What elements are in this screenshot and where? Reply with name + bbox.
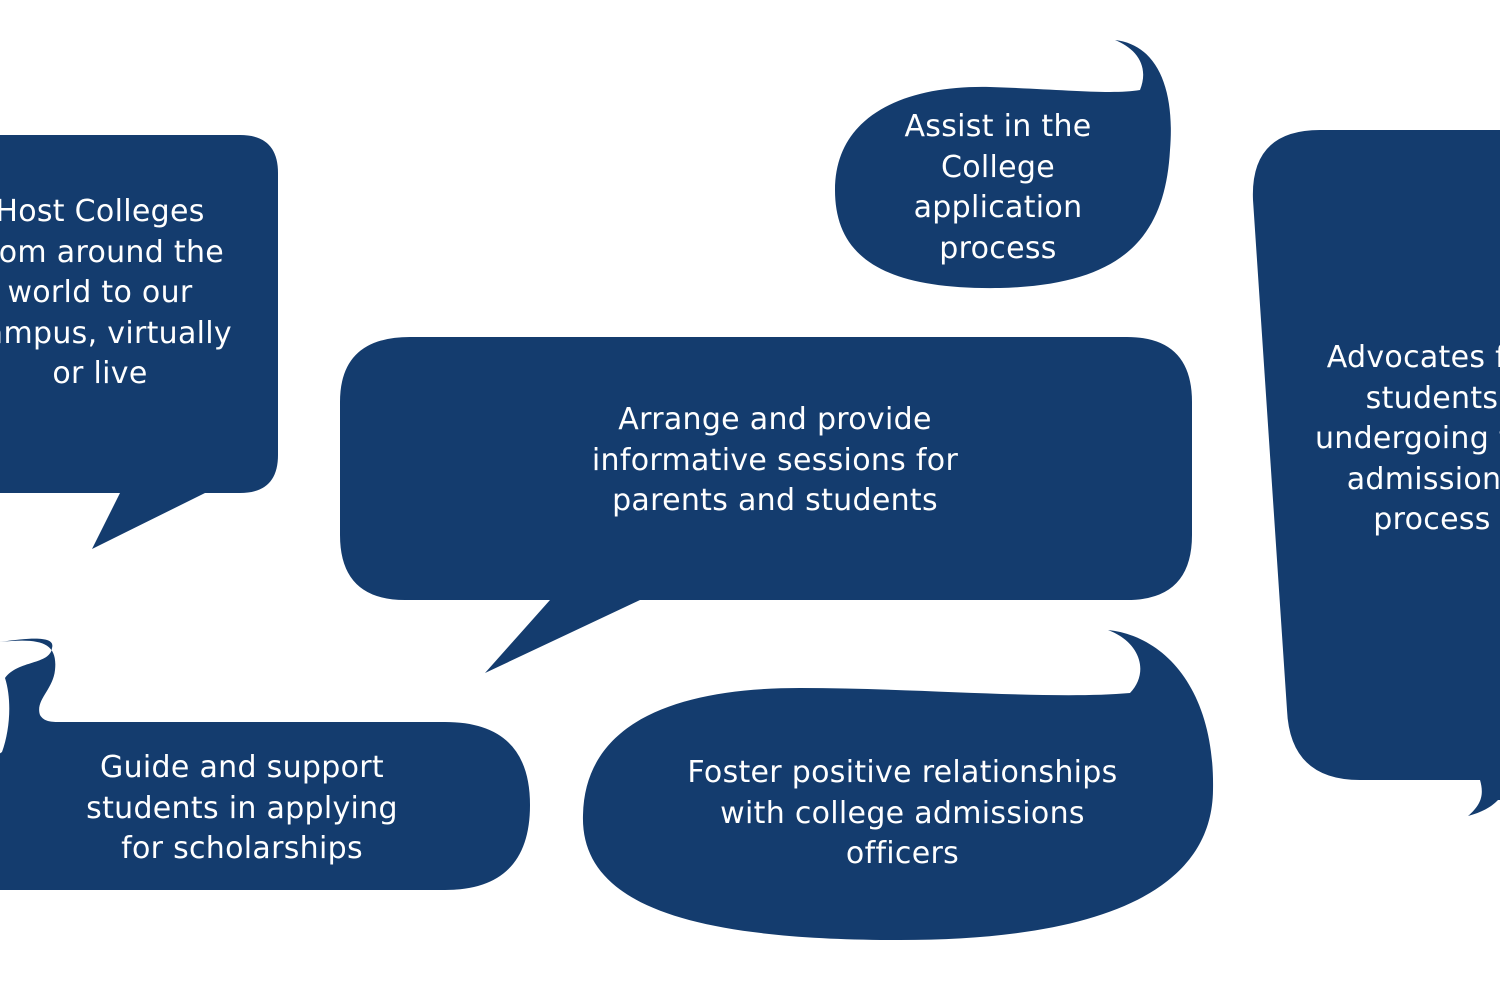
bubble-assist-shape xyxy=(835,40,1171,289)
bubble-arrange-text: Arrange and provide informative sessions… xyxy=(591,402,959,518)
bubble-host-shape xyxy=(0,135,278,549)
bubble-guide-shape xyxy=(0,638,530,890)
bubble-host-text: Host Colleges from around the world to o… xyxy=(0,194,232,391)
bubble-assist-text: Assist in the College application proces… xyxy=(904,109,1092,266)
bubble-foster-text: Foster positive relationships with colle… xyxy=(687,755,1118,871)
bubble-advocates-shape xyxy=(1252,130,1500,816)
bubble-guide-text: Guide and support students in applying f… xyxy=(86,750,398,866)
bubble-advocates-text: Advocates for students undergoing the ad… xyxy=(1314,340,1500,537)
bubble-arrange-shape xyxy=(340,337,1192,673)
bubble-foster-shape xyxy=(582,630,1214,940)
